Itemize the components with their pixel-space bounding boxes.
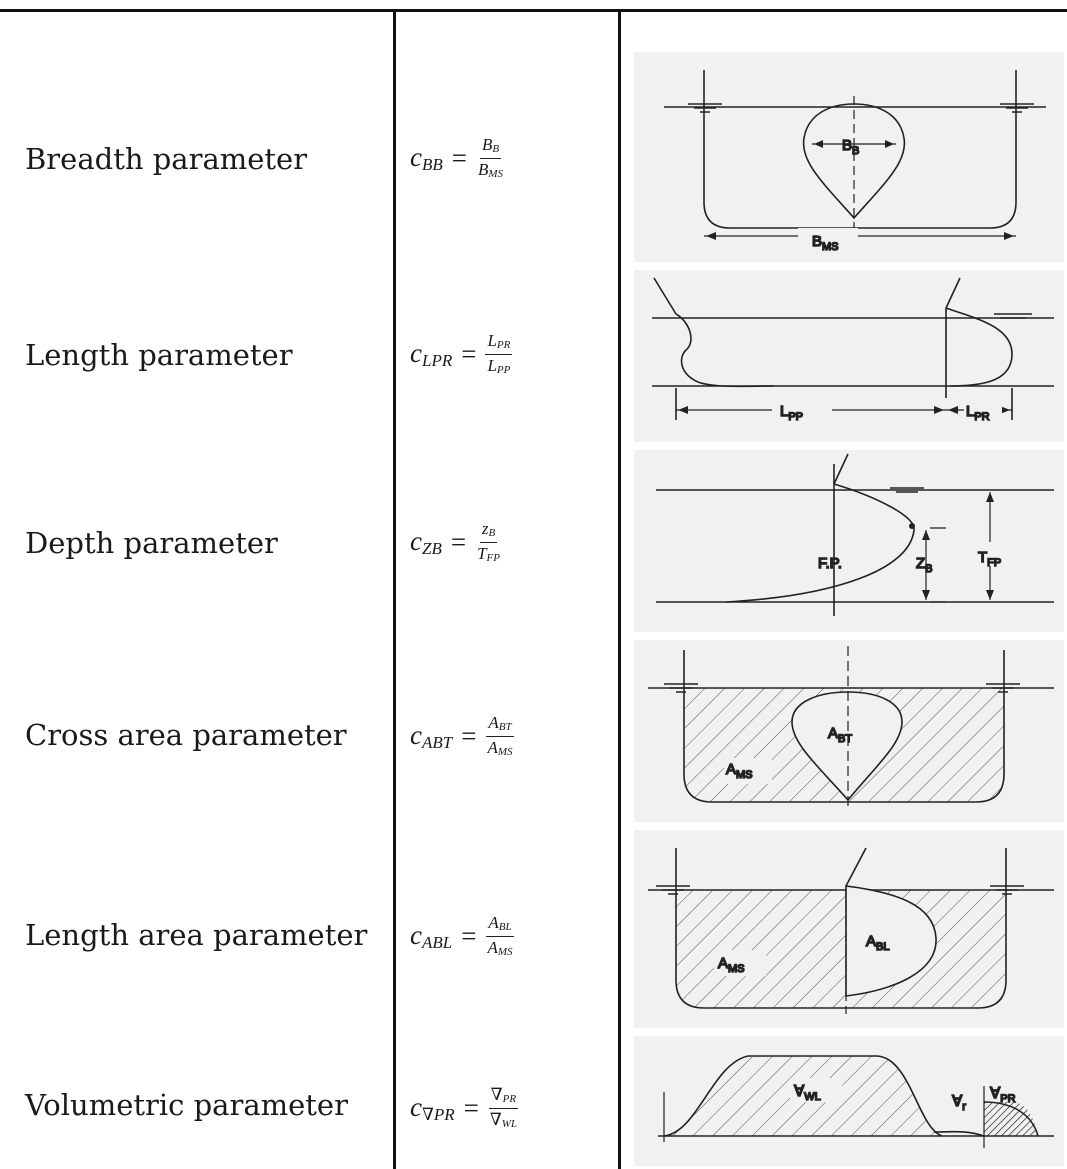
breadth-diagram: BB BMS bbox=[634, 52, 1064, 262]
diagram-label: L bbox=[780, 403, 788, 420]
table-row: Length area parameter cABL = ABL AMS AMS bbox=[0, 830, 1067, 1028]
svg-text:AMS: AMS bbox=[726, 761, 753, 781]
volumetric-diagram: ∀WL ∀r ∀PR bbox=[634, 1036, 1064, 1166]
diagram-label: L bbox=[966, 403, 974, 420]
cross-area-diagram: ABT AMS bbox=[634, 640, 1064, 822]
length-area-diagram: AMS ABL bbox=[634, 830, 1064, 1028]
column-divider-1 bbox=[393, 9, 396, 1169]
diagram-label: Z bbox=[916, 555, 925, 572]
diagram-label: PP bbox=[788, 411, 803, 423]
parameter-name: Depth parameter bbox=[25, 526, 278, 560]
diagram-label: PR bbox=[974, 411, 989, 423]
diagram-label: B bbox=[925, 563, 932, 575]
diagram-label: FP bbox=[987, 557, 1001, 569]
column-divider-2 bbox=[618, 9, 621, 1169]
diagram-label: ∀ bbox=[952, 1093, 963, 1110]
svg-text:∀WL: ∀WL bbox=[794, 1083, 821, 1103]
table-row: Breadth parameter cBB = BB BMS BB BMS bbox=[0, 52, 1067, 262]
parameter-formula: cABT = ABT AMS bbox=[410, 713, 514, 758]
parameter-formula: cBB = BB BMS bbox=[410, 135, 504, 180]
parameter-name: Breadth parameter bbox=[25, 142, 308, 176]
svg-text:BMS: BMS bbox=[812, 233, 839, 253]
parameter-name: Length area parameter bbox=[25, 918, 368, 952]
parameter-formula: cZB = zB TFP bbox=[410, 519, 500, 564]
parameter-formula: cABL = ABL AMS bbox=[410, 913, 514, 958]
parameter-name: Volumetric parameter bbox=[25, 1088, 348, 1122]
diagram-label: ∀ bbox=[990, 1085, 1001, 1102]
diagram-label: A bbox=[866, 933, 876, 950]
diagram-label: r bbox=[962, 1101, 966, 1113]
diagram-label: A bbox=[828, 725, 838, 742]
parameter-name: Cross area parameter bbox=[25, 718, 347, 752]
diagram-label: A bbox=[726, 761, 736, 778]
svg-text:ZB: ZB bbox=[916, 555, 933, 575]
diagram-label: MS bbox=[822, 241, 839, 253]
parameter-name: Length parameter bbox=[25, 338, 293, 372]
svg-text:TFP: TFP bbox=[978, 549, 1001, 569]
diagram-label: F.P. bbox=[818, 555, 842, 572]
table-row: Volumetric parameter c∇PR = ∇PR ∇WL bbox=[0, 1036, 1067, 1166]
table-row: Cross area parameter cABT = ABT AMS ABT … bbox=[0, 640, 1067, 822]
diagram-label: B bbox=[842, 137, 852, 154]
diagram-label: T bbox=[978, 549, 987, 566]
diagram-label: BT bbox=[838, 733, 852, 745]
svg-text:ABT: ABT bbox=[828, 725, 852, 745]
diagram-label: A bbox=[718, 955, 728, 972]
diagram-label: B bbox=[812, 233, 822, 250]
table-row: Length parameter cLPR = LPR LPP LPP LPR bbox=[0, 270, 1067, 442]
table-top-rule bbox=[0, 9, 1067, 12]
diagram-label: PR bbox=[1000, 1093, 1015, 1105]
svg-text:ABL: ABL bbox=[866, 933, 889, 953]
svg-text:BB: BB bbox=[842, 137, 859, 157]
diagram-label: MS bbox=[728, 963, 745, 975]
depth-diagram: F.P. ZB TFP bbox=[634, 450, 1064, 632]
diagram-label: WL bbox=[804, 1091, 821, 1103]
table-row: Depth parameter cZB = zB TFP F.P. ZB TFP bbox=[0, 450, 1067, 632]
diagram-label: MS bbox=[736, 769, 753, 781]
diagram-label: B bbox=[852, 145, 859, 157]
diagram-label: ∀ bbox=[794, 1083, 805, 1100]
diagram-label: BL bbox=[876, 941, 889, 953]
svg-text:∀PR: ∀PR bbox=[990, 1085, 1016, 1105]
length-diagram: LPP LPR bbox=[634, 270, 1064, 442]
svg-text:LPP: LPP bbox=[780, 403, 803, 423]
parameter-formula: cLPR = LPR LPP bbox=[410, 331, 513, 376]
parameter-formula: c∇PR = ∇PR ∇WL bbox=[410, 1085, 519, 1130]
svg-text:LPR: LPR bbox=[966, 403, 990, 423]
svg-text:∀r: ∀r bbox=[952, 1093, 966, 1113]
svg-text:AMS: AMS bbox=[718, 955, 745, 975]
